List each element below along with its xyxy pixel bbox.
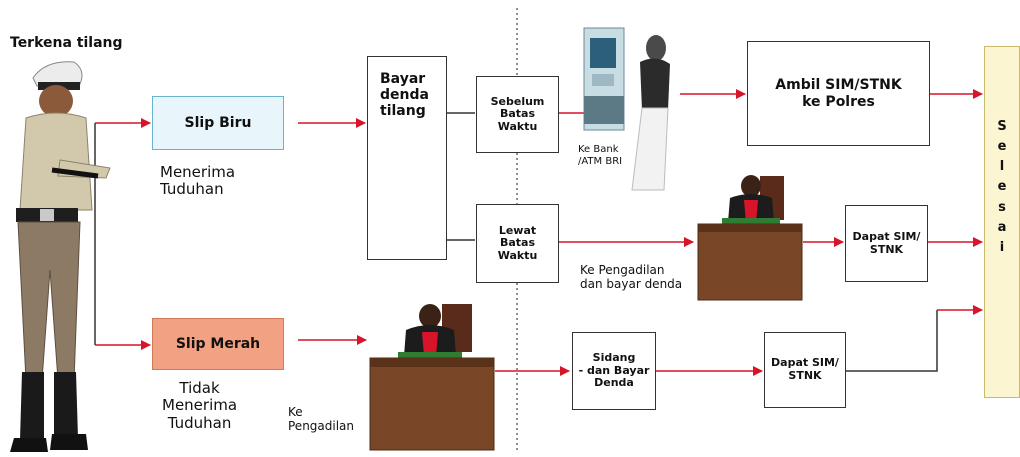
court-judge-figure-mid [697,175,803,301]
woman-customer-figure [631,35,670,191]
lewat-batas-waktu-box: Lewat Batas Waktu [476,204,559,283]
sidang-box: Sidang - dan Bayar Denda [572,332,656,410]
title-terkena-tilang: Terkena tilang [10,35,123,51]
slip-merah-box: Slip Merah [152,318,284,370]
police-officer-figure [10,61,111,452]
ke-pengadilan-bayar-label: Ke Pengadilan dan bayar denda [580,263,683,291]
slip-biru-box: Slip Biru [152,96,284,150]
selesai-letter: S [997,119,1007,134]
court-judge-figure-bottom [369,304,495,451]
sebelum-batas-waktu-box: Sebelum Batas Waktu [476,76,559,153]
selesai-letter: a [997,219,1007,235]
dapat-sim-box-mid: Dapat SIM/ STNK [845,205,928,282]
selesai-box: S e l e s a i [984,46,1020,398]
selesai-letter: s [998,199,1006,215]
ke-pengadilan-label-bottom: Ke Pengadilan [288,405,355,433]
selesai-letter: l [999,159,1005,175]
menerima-tuduhan-label: Menerima Tuduhan [160,163,236,199]
dapat-sim-box-bottom: Dapat SIM/ STNK [764,332,846,408]
ambil-sim-box: Ambil SIM/STNK ke Polres [747,41,930,146]
selesai-letter: e [997,179,1007,195]
selesai-letter: i [999,239,1005,255]
bayar-denda-box: Bayar denda tilang [367,56,447,260]
ke-bank-label: Ke Bank /ATM BRI [578,144,623,167]
selesai-letter: e [997,139,1007,155]
atm-machine-figure [583,27,625,131]
tidak-menerima-label: Tidak Menerima Tuduhan [162,379,238,432]
